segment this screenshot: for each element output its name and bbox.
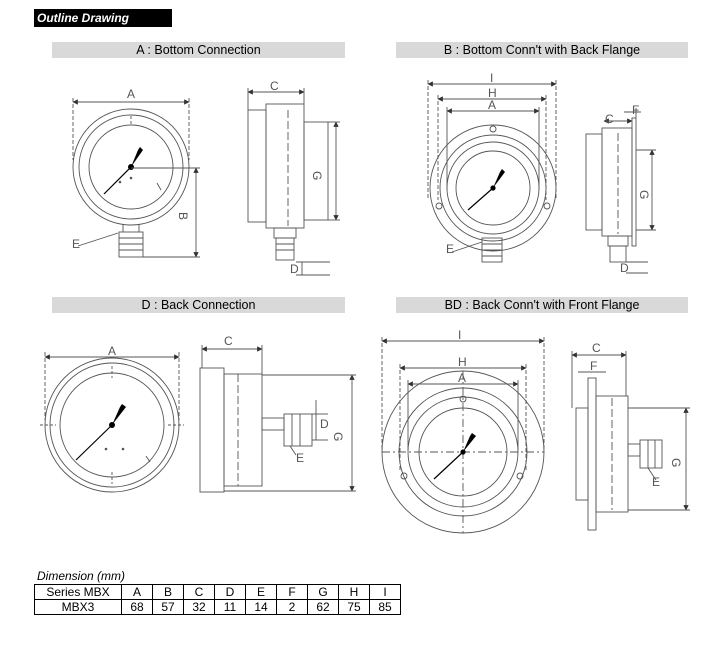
view-b-front: [427, 80, 557, 263]
dim-label-f2: F: [590, 359, 597, 373]
table-header-cell: A: [121, 584, 153, 600]
dim-label-d3: D: [320, 417, 329, 431]
view-b-title: B : Bottom Conn't with Back Flange: [396, 42, 688, 58]
dim-label-i2: I: [458, 328, 461, 342]
dim-label-e2: E: [446, 242, 454, 256]
dim-label-c4: C: [592, 341, 601, 355]
dim-label-a3: A: [108, 344, 116, 358]
table-cell: 14: [245, 599, 277, 615]
view-a-title: A : Bottom Connection: [52, 42, 345, 58]
dim-label-a: A: [127, 87, 135, 101]
dim-label-d: D: [290, 262, 299, 276]
view-bd-title: BD : Back Conn't with Front Flange: [396, 297, 688, 313]
table-header-row: Series MBX A B C D E F G H I: [34, 584, 401, 600]
table-cell: 57: [152, 599, 184, 615]
dim-label-g3: G: [331, 432, 345, 441]
section-header: Outline Drawing: [34, 9, 172, 27]
table-header-cell: I: [369, 584, 401, 600]
view-bd-front: [381, 337, 545, 534]
dim-label-a4: A: [458, 371, 466, 385]
dimension-title: Dimension (mm): [37, 569, 126, 583]
table-header-cell: H: [338, 584, 370, 600]
table-header-cell: B: [152, 584, 184, 600]
dim-label-g4: G: [669, 458, 683, 467]
table-header-cell: Series MBX: [34, 584, 122, 600]
table-cell: 75: [338, 599, 370, 615]
dim-label-c: C: [270, 79, 279, 93]
dim-label-g2: G: [637, 190, 651, 199]
dim-label-h2: H: [458, 355, 467, 369]
view-a-side: [247, 88, 340, 276]
dim-label-e3: E: [296, 451, 304, 465]
view-d-side: [199, 345, 356, 493]
dim-label-h: H: [488, 86, 497, 100]
dim-label-e4: E: [652, 475, 660, 489]
view-a-front: [72, 98, 200, 258]
view-d-title: D : Back Connection: [52, 297, 345, 313]
table-cell: 32: [183, 599, 215, 615]
table-cell: 85: [369, 599, 401, 615]
table-cell: 68: [121, 599, 153, 615]
table-cell: 11: [214, 599, 246, 615]
dim-label-e: E: [72, 237, 80, 251]
view-b-side: [585, 108, 656, 274]
dim-label-c2: C: [605, 112, 614, 126]
dim-label-a2: A: [488, 98, 496, 112]
dim-label-f: F: [632, 103, 639, 117]
dim-label-g: G: [310, 171, 324, 180]
table-cell: 62: [307, 599, 339, 615]
table-header-cell: G: [307, 584, 339, 600]
dim-label-b: B: [176, 212, 190, 220]
table-header-cell: E: [245, 584, 277, 600]
table-header-cell: C: [183, 584, 215, 600]
table-cell: 2: [276, 599, 308, 615]
table-header-cell: D: [214, 584, 246, 600]
table-row: MBX3 68 57 32 11 14 2 62 75 85: [34, 599, 401, 615]
dimension-table: Series MBX A B C D E F G H I MBX3 68 57 …: [34, 584, 401, 615]
table-cell: MBX3: [34, 599, 122, 615]
table-header-cell: F: [276, 584, 308, 600]
view-bd-side: [571, 351, 690, 531]
dim-label-i: I: [490, 71, 493, 85]
dim-label-d2: D: [620, 261, 629, 275]
dim-label-c3: C: [224, 334, 233, 348]
view-d-front: [40, 352, 184, 493]
